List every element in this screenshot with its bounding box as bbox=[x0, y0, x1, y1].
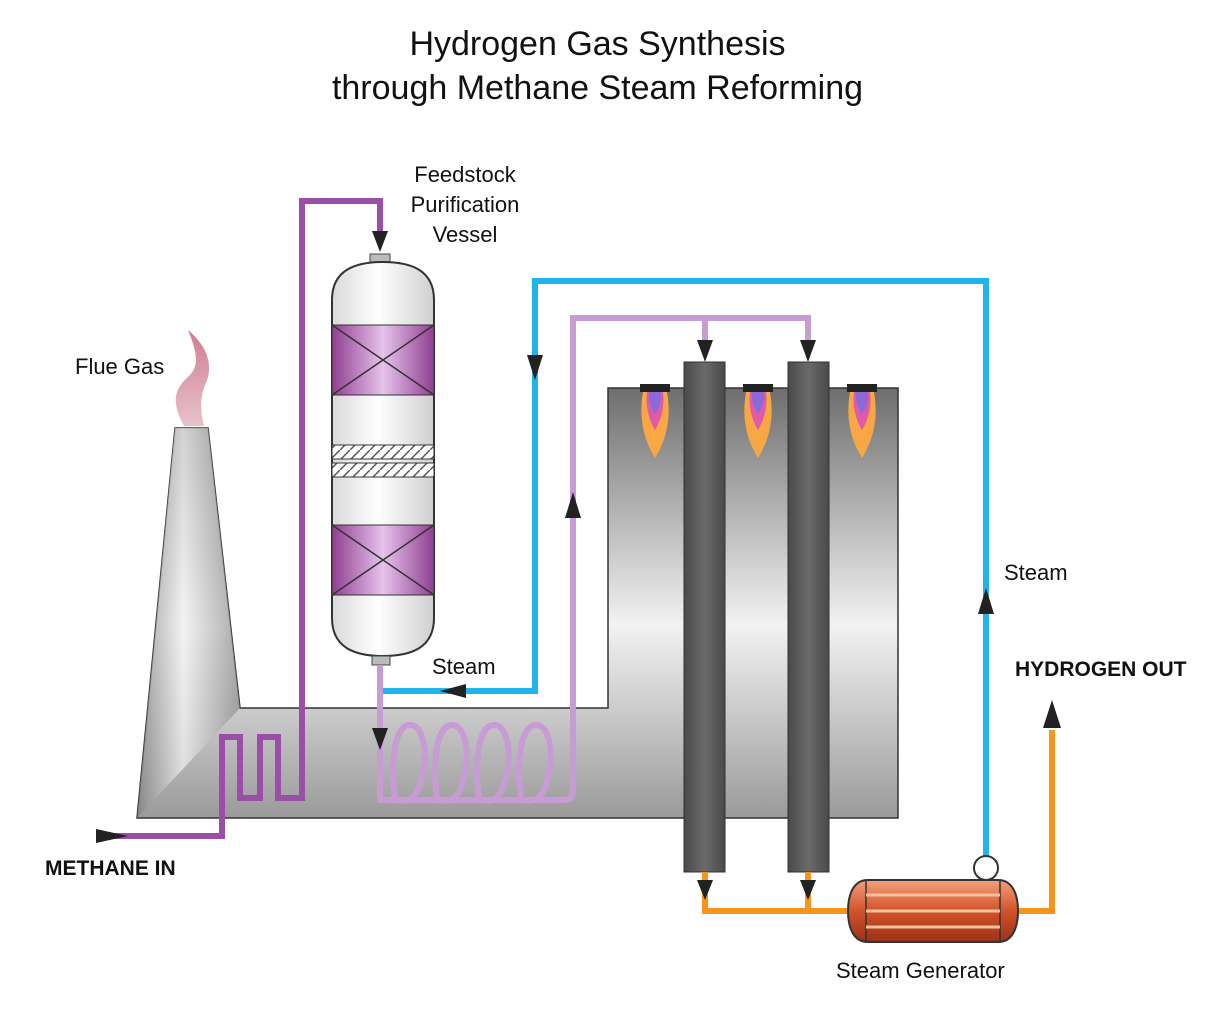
steam-generator-label: Steam Generator bbox=[836, 958, 1005, 983]
tube-2-outlet-arrow-icon bbox=[800, 880, 816, 900]
feedstock-vessel-label: Feedstock Purification Vessel bbox=[395, 160, 535, 250]
steam-arrow-left-icon bbox=[440, 684, 466, 698]
tube-1-inlet-arrow-icon bbox=[697, 340, 713, 362]
coil-arrow-down-icon bbox=[372, 728, 388, 750]
burner-2-icon bbox=[743, 384, 773, 458]
preheat-coil-line bbox=[377, 315, 811, 804]
steam-label-left: Steam bbox=[432, 654, 496, 679]
steam-arrow-up-icon bbox=[978, 588, 994, 614]
flue-gas-label: Flue Gas bbox=[75, 354, 165, 379]
burner-1-icon bbox=[640, 384, 670, 458]
reformer-tube-2 bbox=[787, 361, 830, 873]
feedstock-label-line-1: Feedstock bbox=[414, 162, 516, 187]
methane-in-label: METHANE IN bbox=[45, 857, 176, 880]
flue-smoke-icon bbox=[175, 330, 210, 426]
riser-arrow-up-icon bbox=[565, 492, 581, 518]
burner-3-icon bbox=[847, 384, 877, 458]
feedstock-label-line-2: Purification bbox=[410, 192, 520, 217]
hydrogen-out-label: HYDROGEN OUT bbox=[1015, 658, 1187, 681]
steam-label-right: Steam bbox=[1004, 560, 1068, 585]
steam-arrow-down-icon bbox=[527, 355, 543, 380]
reformer-tube-1 bbox=[683, 361, 726, 873]
feedstock-label-line-3: Vessel bbox=[432, 222, 498, 247]
feedstock-purification-vessel bbox=[331, 253, 435, 666]
tube-1-outlet-arrow-icon bbox=[697, 880, 713, 900]
steam-generator bbox=[846, 855, 1020, 943]
methane-feed-line bbox=[100, 198, 383, 839]
title-line-1: Hydrogen Gas Synthesis bbox=[409, 25, 786, 63]
steam-line bbox=[383, 278, 989, 860]
diagram-title: Hydrogen Gas Synthesis through Methane S… bbox=[0, 22, 1195, 110]
feed-arrow-down-icon bbox=[372, 231, 388, 252]
hydrogen-out-arrow-icon bbox=[1043, 700, 1061, 728]
methane-in-arrow-icon bbox=[96, 829, 128, 843]
tube-2-inlet-arrow-icon bbox=[800, 340, 816, 362]
title-line-2: through Methane Steam Reforming bbox=[331, 69, 864, 107]
